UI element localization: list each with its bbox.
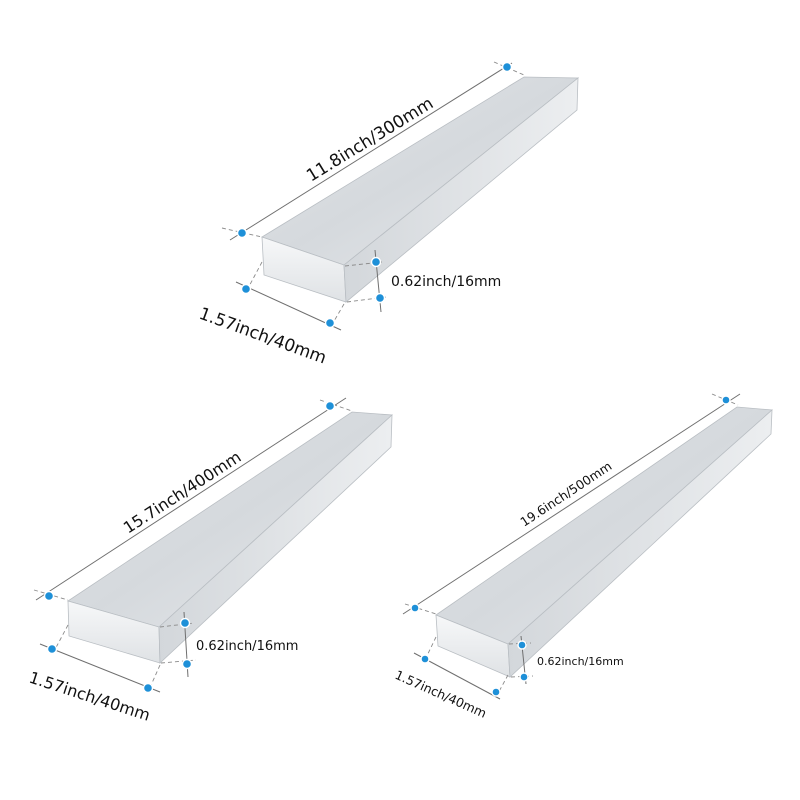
bar-2-thickness-label: 0.62inch/16mm — [196, 639, 298, 654]
bar-1-thickness-marker-top — [370, 256, 382, 268]
bar-300mm-group: 11.8inch/300mm 1.57inch/40mm 0.62inch/16… — [196, 61, 580, 369]
bar-3-width-marker-right — [491, 687, 501, 697]
bar-2-side-face — [158, 414, 393, 664]
bar-1-width-marker-left — [240, 283, 252, 295]
bar-3-thickness-marker-bottom — [519, 672, 529, 682]
bar-2-thickness-marker-top — [179, 617, 191, 629]
bar-2-length-marker-left — [43, 590, 55, 602]
bar-400mm-group: 15.7inch/400mm 1.57inch/40mm 0.62inch/16… — [27, 397, 393, 725]
bar-1-width-label: 1.57inch/40mm — [196, 304, 329, 369]
bar-1-width-dimension-line — [235, 281, 342, 331]
bar-1-width-marker-right — [324, 317, 336, 329]
bar-3-top-face — [435, 406, 773, 645]
bar-2-thickness-marker-bottom — [181, 658, 193, 670]
bar-3-length-dimension-line — [402, 393, 741, 615]
bar-3-thickness-extension-top — [508, 642, 532, 645]
bar-2-width-marker-left — [46, 643, 58, 655]
bar-1-length-marker-left — [236, 227, 248, 239]
bar-3-thickness-extension-bottom — [510, 675, 534, 678]
bar-3-thickness-marker-top — [517, 640, 527, 650]
bar-500mm-group: 19.6inch/500mm 1.57inch/40mm 0.62inch/16… — [393, 393, 773, 721]
bar-3-thickness-label: 0.62inch/16mm — [537, 655, 624, 668]
bar-3-side-face — [507, 409, 773, 678]
bar-3-length-marker-left — [410, 603, 420, 613]
bar-2-width-dimension-line — [39, 643, 161, 693]
bar-1-thickness-marker-bottom — [374, 292, 386, 304]
bar-2-width-marker-right — [142, 682, 154, 694]
bar-3-width-label: 1.57inch/40mm — [393, 667, 489, 721]
bar-2-length-marker-right — [324, 400, 336, 412]
bar-3-length-extension-left — [404, 603, 437, 615]
bar-3-width-marker-left — [420, 654, 430, 664]
bar-2-width-label: 1.57inch/40mm — [27, 668, 153, 725]
bar-2-length-dimension-line — [35, 397, 347, 601]
bar-2-length-extension-right — [319, 399, 353, 412]
bar-1-side-face — [343, 77, 579, 303]
bar-3-length-marker-right — [721, 395, 731, 405]
bar-1-length-marker-right — [501, 61, 513, 73]
bar-1-length-dimension-line — [229, 62, 513, 241]
bar-1-thickness-label: 0.62inch/16mm — [391, 274, 501, 290]
